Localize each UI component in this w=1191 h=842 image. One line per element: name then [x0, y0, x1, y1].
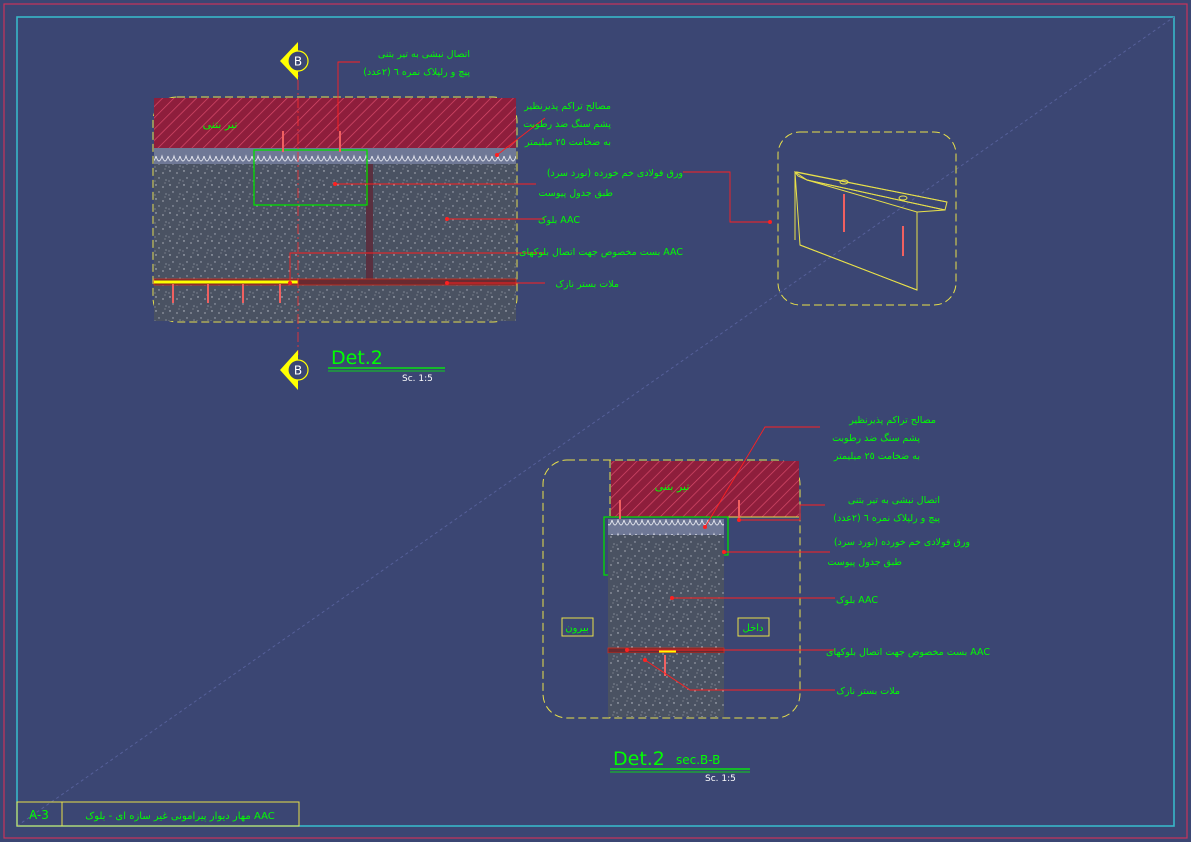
section-marker-bottom: B: [280, 350, 309, 390]
angle-note-line1: ورق فولادی خم خورده (نورد سرد): [547, 168, 683, 179]
aac-block-lower: [154, 285, 516, 321]
concrete-beam: [154, 98, 516, 148]
detail-scale: Sc. 1:5: [705, 774, 736, 784]
aac-block-right: [373, 164, 516, 279]
annotations-section: مصالح تراکم پذیرنظیر پشم سنگ ضد رطوبت به…: [826, 415, 990, 697]
anchor-bolts-plan: [172, 131, 341, 303]
angle-note-line1: ورق فولادی خم خورده (نورد سرد): [834, 537, 970, 548]
leaders-plan: [289, 61, 546, 284]
detail-title: Det.2: [331, 347, 383, 369]
insulation-note-line3: به ضخامت ٢٥ میلیمتر: [833, 451, 920, 462]
steel-angle-plan: [253, 149, 368, 206]
tie-note: بست مخصوص جهت اتصال بلوکهای AAC: [519, 247, 683, 258]
tie-note: بست مخصوص جهت اتصال بلوکهای AAC: [826, 647, 990, 658]
aac-block-left: [154, 164, 366, 279]
steel-angle-3d: [794, 171, 948, 291]
detail-title: Det.2: [613, 748, 665, 770]
sheet-title: مهار دیوار پیرامونی غیر سازه ای - بلوک A…: [85, 811, 274, 822]
block-note: بلوک AAC: [538, 215, 580, 226]
insulation-note-line1: مصالح تراکم پذیرنظیر: [848, 415, 936, 426]
inside-label: داخل: [743, 623, 764, 634]
detail-scale: Sc. 1:5: [402, 374, 433, 384]
leader-dots-plan: [288, 153, 499, 285]
beam-label: تیر بتنی: [655, 480, 690, 493]
section-marker-letter: B: [294, 55, 302, 69]
angle-3d-view: [683, 131, 957, 306]
diagonal-guide: [16, 16, 1175, 827]
insulation-note-line2: پشم سنگ ضد رطوبت: [523, 118, 611, 130]
leader-dots-section: [625, 518, 741, 662]
insulation-note-line1: مصالح تراکم پذیرنظیر: [523, 101, 611, 112]
insulation-layer-section: [608, 519, 724, 535]
anchor-bolts-section: [619, 500, 740, 676]
angle-view-leader-dot: [768, 220, 772, 224]
detail-plan-boundary: [152, 96, 518, 323]
detail-title-suffix: sec.B-B: [676, 753, 720, 767]
outside-label-box: [561, 617, 594, 637]
angle-note-line2: طبق جدول پیوست: [828, 557, 902, 568]
detail-section: تیر بتنی بیرون داخل: [542, 415, 990, 784]
title-block: A-3 مهار دیوار پیرامونی غیر سازه ای - بل…: [16, 801, 300, 827]
outer-border: [3, 3, 1188, 839]
anchor-note-line1: اتصال نبشی به تیر بتنی: [848, 495, 940, 506]
mortar-note: ملات بستر نازک: [555, 279, 619, 290]
angle-view-boundary: [777, 131, 957, 306]
detail-plan: تیر بتنی B B: [152, 42, 683, 390]
angle-note-line2: طبق جدول پیوست: [539, 188, 613, 199]
leaders-section: [627, 426, 835, 691]
insulation-note-line2: پشم سنگ ضد رطوبت: [832, 432, 920, 444]
anchor-note-line2: پیچ و رلپلاک نمره ٦ (٢عدد): [833, 513, 940, 524]
beam-label: تیر بتنی: [203, 118, 238, 131]
anchor-note-line2: پیچ و رلپلاک نمره ٦ (٢عدد): [363, 67, 470, 78]
annotations-plan: اتصال نبشی به تیر بتنی پیچ و رلپلاک نمره…: [363, 49, 683, 290]
section-marker-top: B: [280, 42, 309, 80]
section-marker-letter: B: [294, 364, 302, 378]
aac-block-upper: [608, 535, 724, 648]
insulation-layer: [154, 148, 516, 164]
mortar-note: ملات بستر نازک: [836, 686, 900, 697]
insulation-note-line3: به ضخامت ٢٥ میلیمتر: [524, 137, 611, 148]
concrete-beam-section: [611, 461, 799, 517]
angle-view-leader: [683, 171, 770, 223]
block-note: بلوک AAC: [836, 595, 878, 606]
sheet-code: A-3: [29, 808, 49, 822]
anchor-bolts-3d: [843, 194, 904, 256]
vertical-joint: [366, 164, 373, 279]
anchor-note-line1: اتصال نبشی به تیر بتنی: [378, 49, 470, 60]
title-block-box: [16, 801, 300, 827]
inner-frame: [16, 16, 1175, 827]
steel-angle-section: [603, 516, 729, 576]
inside-label-box: [737, 617, 770, 637]
outside-label: بیرون: [565, 623, 589, 634]
detail-section-boundary: [542, 459, 801, 719]
